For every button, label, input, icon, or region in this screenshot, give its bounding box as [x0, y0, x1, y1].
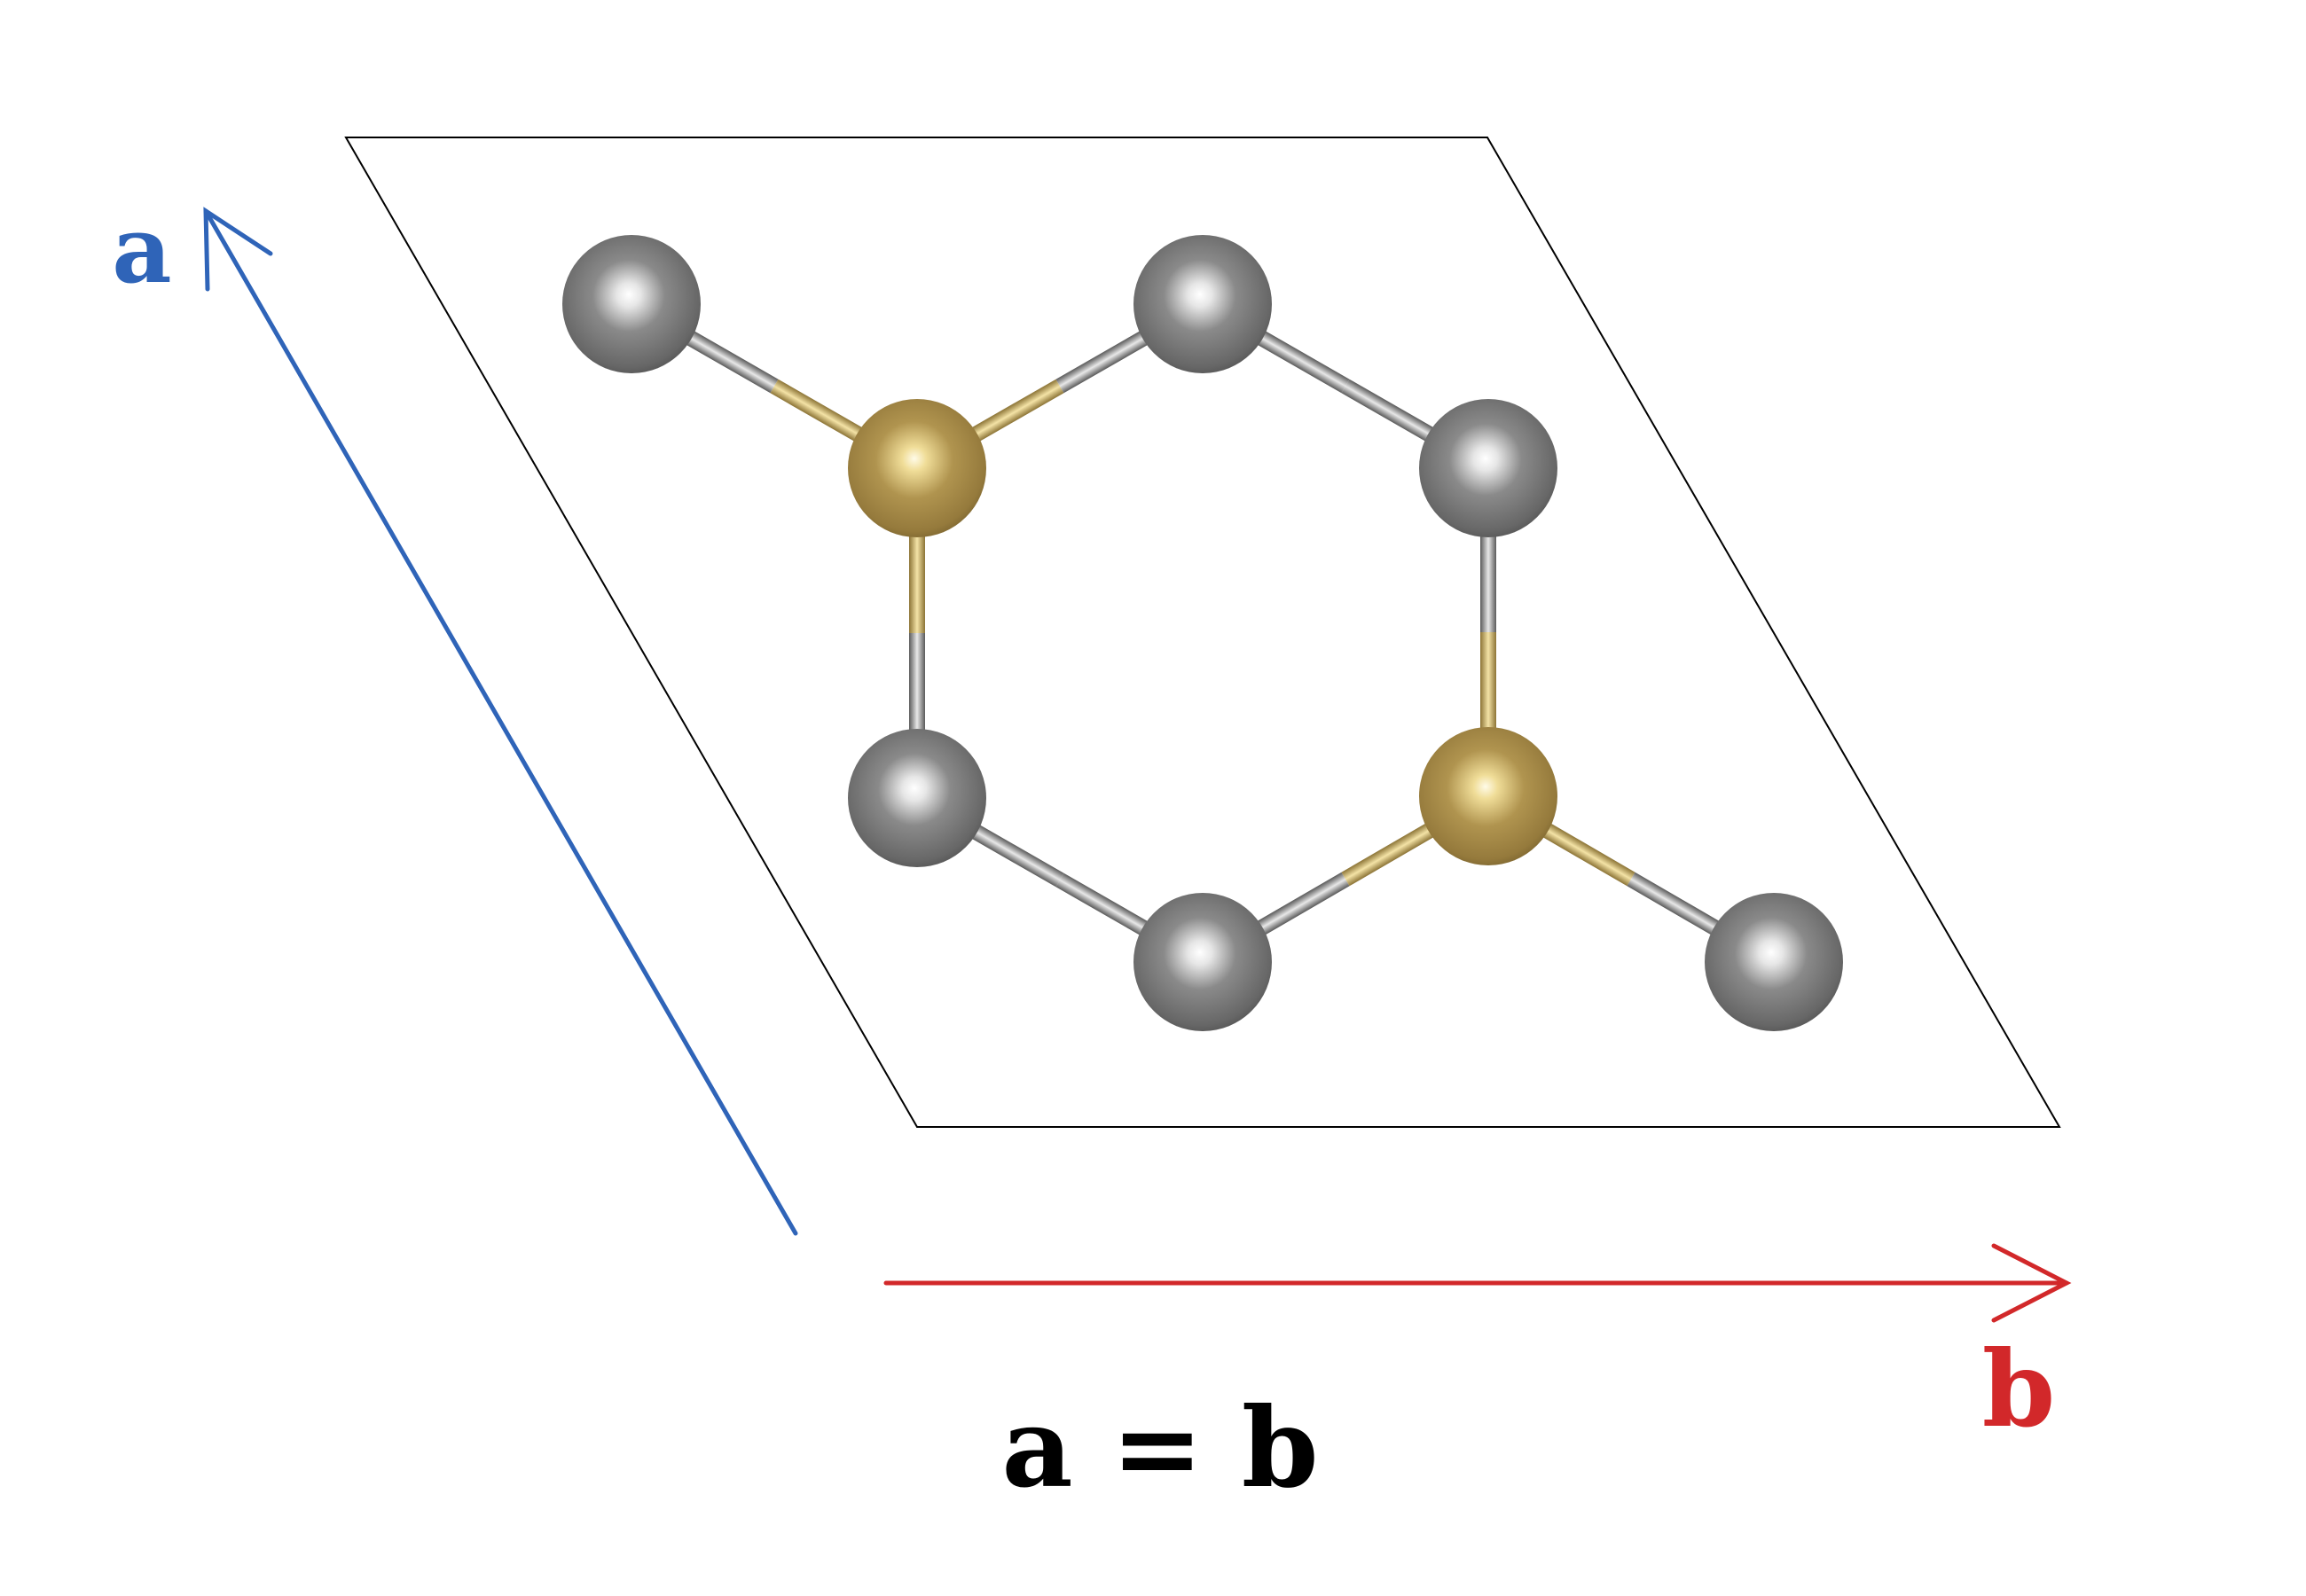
- atom-gray-0: [562, 235, 701, 373]
- unit-cell-outline: [344, 137, 2061, 1128]
- a-axis-label: a: [112, 195, 171, 304]
- atom-gray-6: [1133, 893, 1272, 1031]
- lattice-equation: a = b: [1001, 1384, 1318, 1513]
- b-axis-arrow: [883, 1243, 2072, 1323]
- atom-gray-1: [1133, 235, 1272, 373]
- atom-gold-5: [1419, 727, 1557, 865]
- a-axis-arrow: [203, 207, 798, 1236]
- atom-gray-4: [848, 729, 986, 867]
- atoms-layer: [562, 235, 1843, 1031]
- atom-gray-3: [1419, 399, 1557, 537]
- bonds-layer: [627, 297, 1778, 969]
- atom-gray-7: [1705, 893, 1843, 1031]
- atom-gold-2: [848, 399, 986, 537]
- b-axis-label: b: [1982, 1327, 2056, 1451]
